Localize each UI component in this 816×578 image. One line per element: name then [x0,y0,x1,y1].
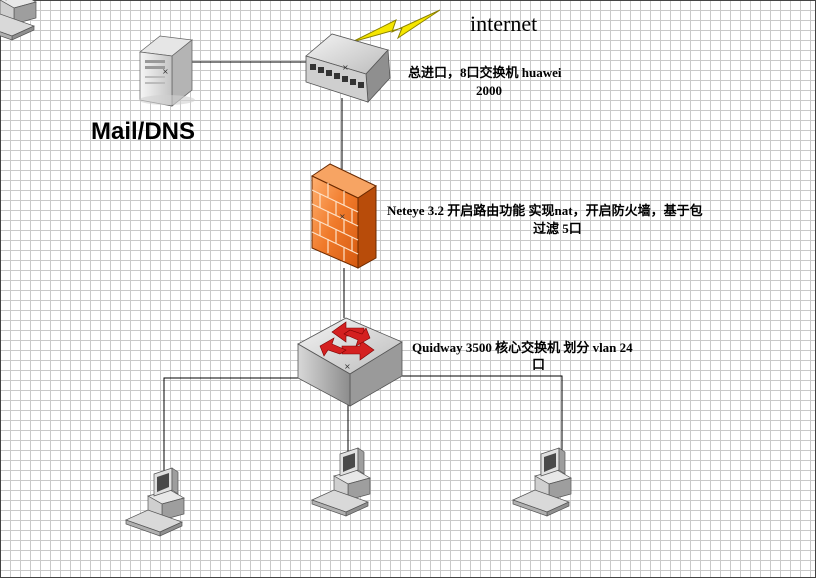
core-switch-icon: × [297,317,403,407]
svg-text:×: × [342,63,349,72]
link-core-pc1 [163,377,300,490]
edge-switch-label-line1: 总进口，8口交换机 huawei [408,65,562,80]
core-switch-label-line2: 口 [532,357,546,372]
lightning-icon [351,9,441,43]
core-switch-label-line1: Quidway 3500 核心交换机 划分 vlan 24 [412,340,633,355]
firewall-icon: × [310,163,378,269]
core-switch-label: Quidway 3500 核心交换机 划分 vlan 24 口 [412,339,672,373]
edge-switch-label: 总进口，8口交换机 huawei 2000 [408,64,588,100]
connections [163,61,563,490]
link-core-pc3 [378,375,563,470]
server-icon: × [139,35,195,107]
workstation-icon [0,0,37,41]
firewall-label-line2: 过滤 5口 [533,221,582,236]
svg-text:×: × [162,67,169,76]
firewall-label-line1: Neteye 3.2 开启路由功能 实现nat，开启防火墙，基于包 [387,203,703,218]
workstation-icon [125,467,185,537]
workstation-icon [512,447,572,517]
edge-switch-label-line2: 2000 [476,83,502,98]
edge-switch-icon: × [305,33,391,103]
svg-text:×: × [344,362,351,371]
firewall-label: Neteye 3.2 开启路由功能 实现nat，开启防火墙，基于包 过滤 5口 [387,202,747,238]
workstation-icon [311,447,371,517]
server-label: Mail/DNS [91,118,196,145]
internet-label: internet [470,11,538,36]
svg-text:×: × [339,212,346,221]
